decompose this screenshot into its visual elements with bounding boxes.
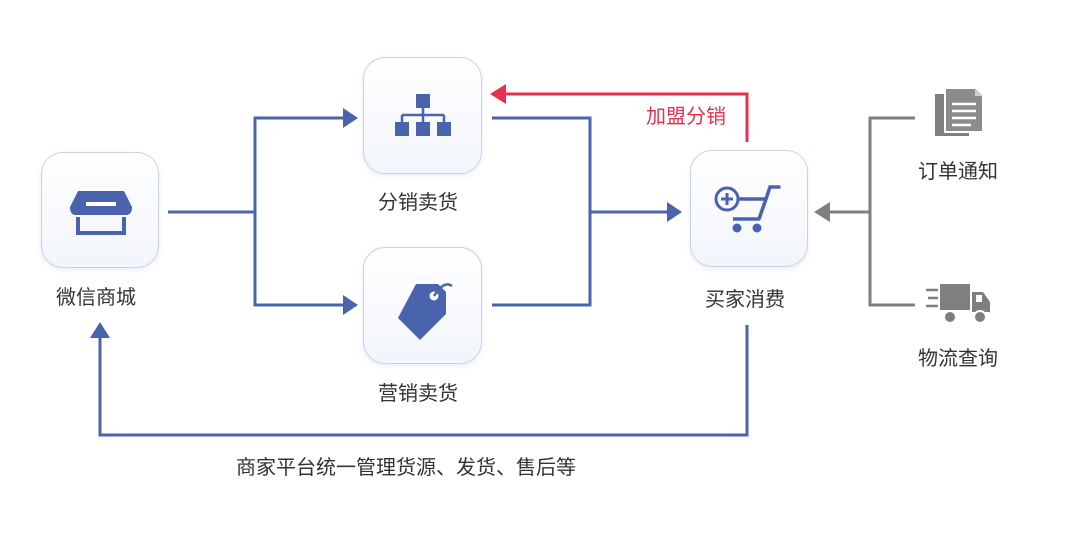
edge-distribution-out bbox=[492, 116, 592, 307]
shopping-cart-icon bbox=[714, 185, 781, 233]
node-marketing-sales bbox=[363, 247, 482, 364]
node-buyer-consumption bbox=[690, 150, 808, 267]
node-wechat-mall bbox=[41, 152, 159, 268]
delivery-truck-icon bbox=[926, 284, 990, 324]
label-wechat-mall: 微信商城 bbox=[56, 285, 136, 309]
arrowhead-distribution bbox=[343, 108, 358, 128]
label-buyer-consumption: 买家消费 bbox=[705, 287, 785, 311]
document-icon bbox=[935, 87, 984, 136]
storefront-icon bbox=[70, 191, 132, 235]
edge-buyer-to-mall bbox=[98, 325, 749, 437]
hierarchy-icon bbox=[395, 94, 451, 136]
edge-split-to-marketing bbox=[253, 212, 345, 307]
arrowhead-support bbox=[814, 202, 830, 222]
node-distribution-sales bbox=[363, 57, 482, 174]
label-franchise-distribution: 加盟分销 bbox=[646, 104, 726, 128]
arrowhead-marketing bbox=[343, 295, 358, 315]
arrowhead-franchise bbox=[490, 84, 506, 104]
arrowhead-buyer bbox=[667, 202, 682, 222]
edge-support bbox=[868, 116, 915, 307]
edge-split-to-distribution bbox=[253, 116, 345, 305]
label-marketing-sales: 营销卖货 bbox=[378, 381, 458, 405]
label-merchant-platform: 商家平台统一管理货源、发货、售后等 bbox=[236, 455, 576, 479]
price-tag-icon bbox=[398, 283, 453, 340]
edge-franchise bbox=[505, 92, 749, 142]
label-order-notice: 订单通知 bbox=[918, 159, 998, 183]
label-distribution-sales: 分销卖货 bbox=[378, 190, 458, 214]
label-logistics-query: 物流查询 bbox=[918, 346, 998, 370]
arrowhead-mall bbox=[90, 322, 110, 338]
